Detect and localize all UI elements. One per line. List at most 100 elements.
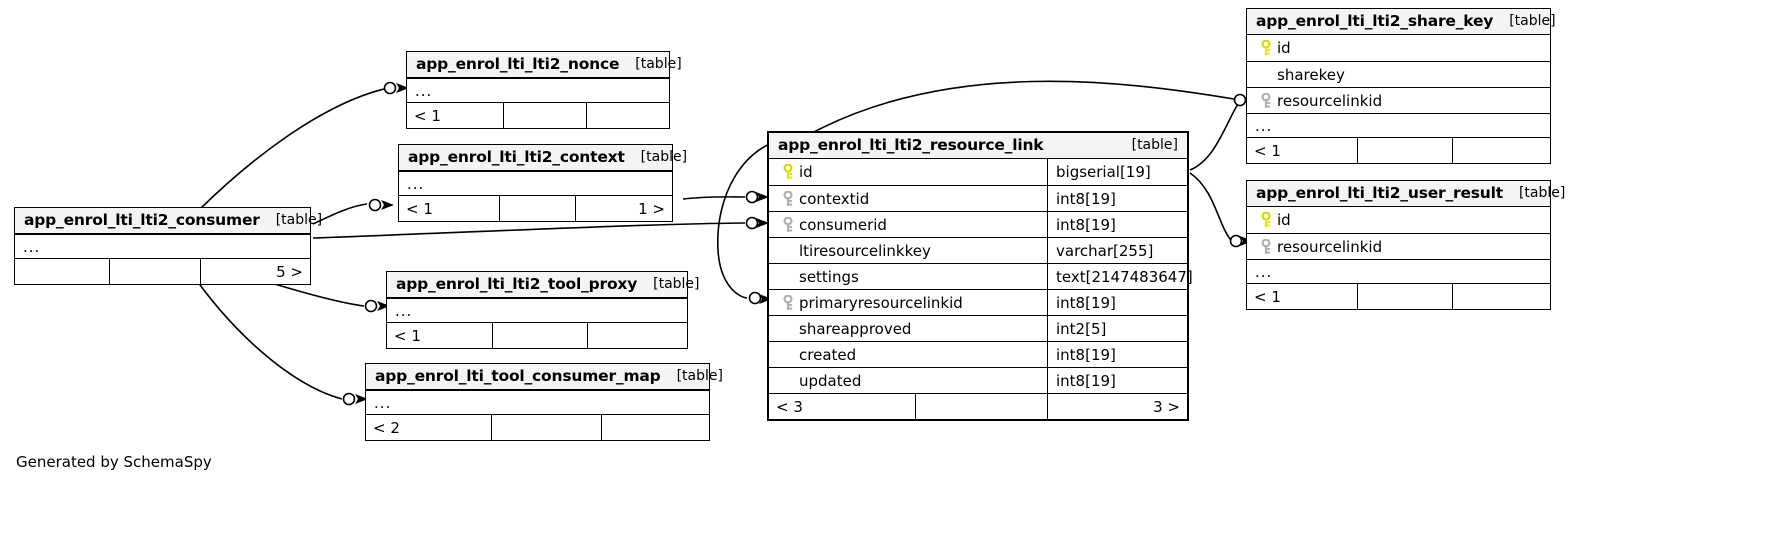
column-type: varchar[255] xyxy=(1056,241,1154,260)
table-app_enrol_lti_lti2_user_result[interactable]: app_enrol_lti_lti2_user_result [table] i… xyxy=(1246,180,1565,310)
table-title: app_enrol_lti_lti2_context xyxy=(408,148,625,166)
table-row[interactable]: consumerid int8[19] xyxy=(769,211,1187,237)
column-type-cell: int8[19] xyxy=(1047,342,1187,367)
column-name-cell: resourcelinkid xyxy=(1247,234,1550,259)
more-columns-indicator: ... xyxy=(399,171,672,195)
foreign-key-icon xyxy=(1255,92,1277,109)
edge-resourcelink-sharekey xyxy=(811,80,1235,134)
column-type-cell: int8[19] xyxy=(1047,368,1187,393)
more-columns-indicator: ... xyxy=(1247,259,1550,283)
table-tag: [table] xyxy=(676,368,723,384)
table-row[interactable]: resourcelinkid xyxy=(1247,233,1550,259)
table-app_enrol_lti_lti2_nonce[interactable]: app_enrol_lti_lti2_nonce [table] ... < 1 xyxy=(406,51,682,129)
table-app_enrol_lti_tool_consumer_map[interactable]: app_enrol_lti_tool_consumer_map [table] … xyxy=(365,363,723,441)
edge-endpoint-userresult xyxy=(1229,234,1243,248)
column-type: int2[5] xyxy=(1056,319,1107,338)
edge-endpoint-toolproxy xyxy=(364,299,378,313)
table-row[interactable]: contextid int8[19] xyxy=(769,185,1187,211)
column-name-cell: created xyxy=(769,342,1047,367)
footer-parent-count: < 1 xyxy=(406,199,433,218)
table-row[interactable]: id bigserial[19] xyxy=(769,159,1187,185)
table-app_enrol_lti_lti2_context[interactable]: app_enrol_lti_lti2_context [table] ... <… xyxy=(398,144,687,222)
edge-resourcelink-userresult xyxy=(1189,172,1232,241)
footer-parent-count: < 1 xyxy=(1254,141,1281,160)
more-columns-indicator: ... xyxy=(407,78,669,102)
table-tag: [table] xyxy=(640,149,688,165)
column-label: id xyxy=(799,163,813,181)
foreign-key-icon xyxy=(1255,238,1277,255)
generated-by-caption: Generated by SchemaSpy xyxy=(16,453,212,471)
more-columns-indicator: ... xyxy=(1247,113,1550,137)
column-label: consumerid xyxy=(799,215,887,234)
footer-parent-count: < 1 xyxy=(394,326,421,345)
column-type-cell: int8[19] xyxy=(1047,290,1187,315)
table-title: app_enrol_lti_lti2_user_result xyxy=(1256,184,1503,202)
column-type-cell: bigserial[19] xyxy=(1047,159,1187,185)
edge-consumer-resourcelink xyxy=(312,222,746,239)
table-row[interactable]: id xyxy=(1247,207,1550,233)
column-label: sharekey xyxy=(1277,65,1345,84)
table-title: app_enrol_lti_lti2_nonce xyxy=(416,55,620,73)
footer-middle xyxy=(1357,138,1452,163)
edge-context-resourcelink xyxy=(682,196,746,200)
column-label: settings xyxy=(799,267,859,286)
column-label: ltiresourcelinkkey xyxy=(799,241,931,260)
footer-middle xyxy=(499,196,575,221)
table-app_enrol_lti_lti2_resource_link[interactable]: app_enrol_lti_lti2_resource_link [table]… xyxy=(767,131,1193,421)
table-row[interactable]: sharekey xyxy=(1247,61,1550,87)
footer-child-count: 3 > xyxy=(1047,394,1187,419)
edge-endpoint-primaryresourcelinkid xyxy=(748,291,762,305)
table-app_enrol_lti_lti2_consumer[interactable]: app_enrol_lti_lti2_consumer [table] ... … xyxy=(14,207,322,285)
table-header: app_enrol_lti_lti2_consumer [table] xyxy=(15,208,322,234)
table-title: app_enrol_lti_lti2_resource_link xyxy=(778,136,1044,154)
table-app_enrol_lti_lti2_tool_proxy[interactable]: app_enrol_lti_lti2_tool_proxy [table] ..… xyxy=(386,271,700,349)
table-row[interactable]: created int8[19] xyxy=(769,341,1187,367)
column-label: shareapproved xyxy=(799,319,912,338)
footer-middle xyxy=(491,415,601,440)
primary-key-icon xyxy=(777,164,799,180)
primary-key-icon xyxy=(1255,212,1277,228)
column-label: id xyxy=(1277,211,1291,229)
column-type: int8[19] xyxy=(1056,293,1116,312)
table-columns: id bigserial[19] contextid int8[19] xyxy=(769,159,1193,393)
column-label: contextid xyxy=(799,189,870,208)
edge-resourcelink-sharekey-2 xyxy=(1189,103,1239,171)
table-tag: [table] xyxy=(635,56,682,72)
footer-parent-count: < 3 xyxy=(776,397,803,416)
column-name-cell: sharekey xyxy=(1247,62,1550,87)
edge-consumer-consumermap xyxy=(187,267,343,400)
table-row[interactable]: primaryresourcelinkid int8[19] xyxy=(769,289,1187,315)
column-name-cell: settings xyxy=(769,264,1047,289)
table-row[interactable]: shareapproved int2[5] xyxy=(769,315,1187,341)
footer-child-count xyxy=(601,415,709,440)
table-footer: < 2 xyxy=(366,414,709,440)
table-footer: < 1 xyxy=(1247,283,1550,309)
foreign-key-icon xyxy=(777,190,799,207)
column-name-cell: shareapproved xyxy=(769,316,1047,341)
column-name-cell: id xyxy=(769,159,1047,185)
foreign-key-icon xyxy=(777,294,799,311)
column-name-cell: id xyxy=(1247,207,1550,233)
column-type: text[2147483647] xyxy=(1056,267,1193,286)
footer-parent-count: < 1 xyxy=(1254,287,1281,306)
table-app_enrol_lti_lti2_share_key[interactable]: app_enrol_lti_lti2_share_key [table] id … xyxy=(1246,8,1556,164)
column-label: updated xyxy=(799,371,862,390)
table-row[interactable]: ltiresourcelinkkey varchar[255] xyxy=(769,237,1187,263)
table-row[interactable]: id xyxy=(1247,35,1550,61)
table-columns: id resourcelinkid xyxy=(1247,207,1550,259)
edge-endpoint-sharekey xyxy=(1233,93,1247,107)
footer-child-count xyxy=(1452,138,1550,163)
footer-middle xyxy=(109,259,200,284)
table-row[interactable]: settings text[2147483647] xyxy=(769,263,1193,289)
table-row[interactable]: updated int8[19] xyxy=(769,367,1187,393)
column-label: primaryresourcelinkid xyxy=(799,293,963,312)
footer-middle xyxy=(1357,284,1452,309)
table-row[interactable]: resourcelinkid xyxy=(1247,87,1550,113)
edge-endpoint-consumermap xyxy=(342,392,356,406)
table-tag: [table] xyxy=(1131,137,1178,153)
column-type: int8[19] xyxy=(1056,189,1116,208)
column-type: bigserial[19] xyxy=(1056,163,1151,181)
table-title: app_enrol_lti_lti2_share_key xyxy=(1256,12,1494,30)
table-header: app_enrol_lti_lti2_context [table] xyxy=(399,145,687,171)
